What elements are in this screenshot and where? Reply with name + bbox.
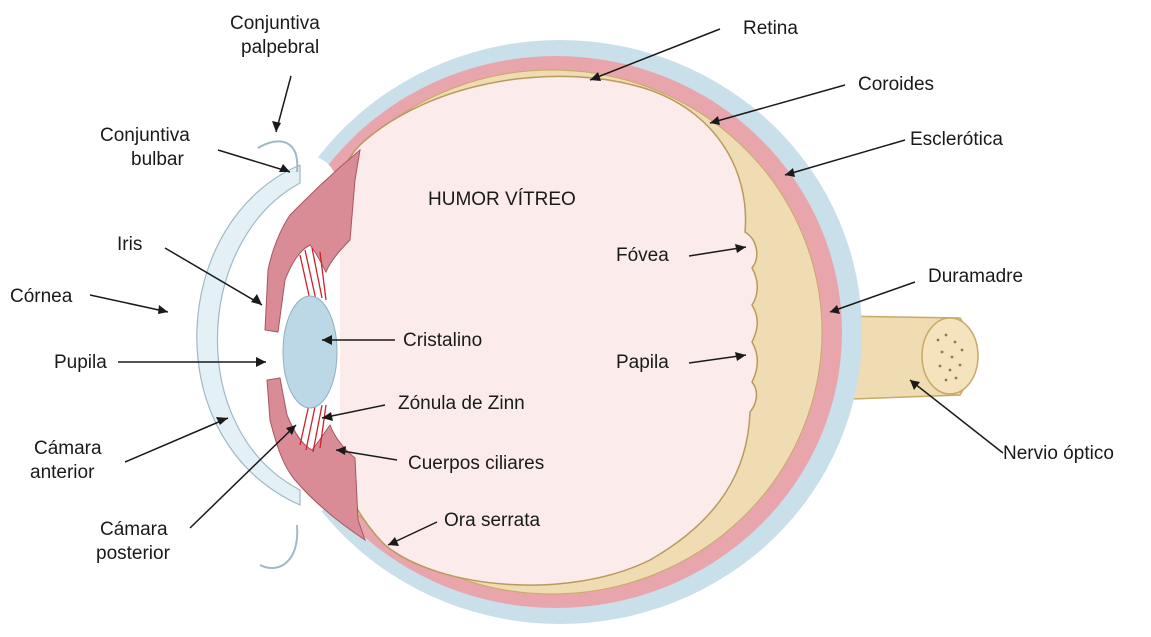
label-fovea: Fóvea: [616, 245, 669, 266]
label-cornea: Córnea: [10, 286, 73, 307]
label-pupila: Pupila: [54, 352, 107, 373]
optic-nerve-end: [922, 318, 978, 394]
label-conjuntiva-palpebral-2: palpebral: [241, 37, 319, 58]
label-cristalino: Cristalino: [403, 330, 482, 351]
label-camara-anterior-1: Cámara: [34, 438, 102, 459]
label-humor-vitreo: HUMOR VÍTREO: [428, 189, 576, 210]
lens: [283, 296, 337, 408]
label-coroides: Coroides: [858, 74, 934, 95]
label-ora-serrata: Ora serrata: [444, 510, 541, 531]
label-camara-anterior-2: anterior: [30, 462, 95, 483]
label-camara-posterior-2: posterior: [96, 543, 171, 564]
label-papila: Papila: [616, 352, 669, 373]
vitreous-body: [335, 76, 757, 585]
label-nervio-optico: Nervio óptico: [1003, 443, 1114, 464]
label-conjuntiva-bulbar-1: Conjuntiva: [100, 125, 190, 146]
label-conjuntiva-palpebral-1: Conjuntiva: [230, 13, 320, 34]
label-conjuntiva-bulbar-2: bulbar: [131, 149, 184, 170]
label-camara-posterior-1: Cámara: [100, 519, 168, 540]
label-esclerotica: Esclerótica: [910, 129, 1003, 150]
label-cuerpos-ciliares: Cuerpos ciliares: [408, 453, 544, 474]
label-zonula-de-zinn: Zónula de Zinn: [398, 393, 525, 414]
conjunctiva-lower-flap: [260, 525, 297, 568]
label-duramadre: Duramadre: [928, 266, 1023, 287]
label-iris: Iris: [117, 234, 142, 255]
label-retina: Retina: [743, 18, 798, 39]
